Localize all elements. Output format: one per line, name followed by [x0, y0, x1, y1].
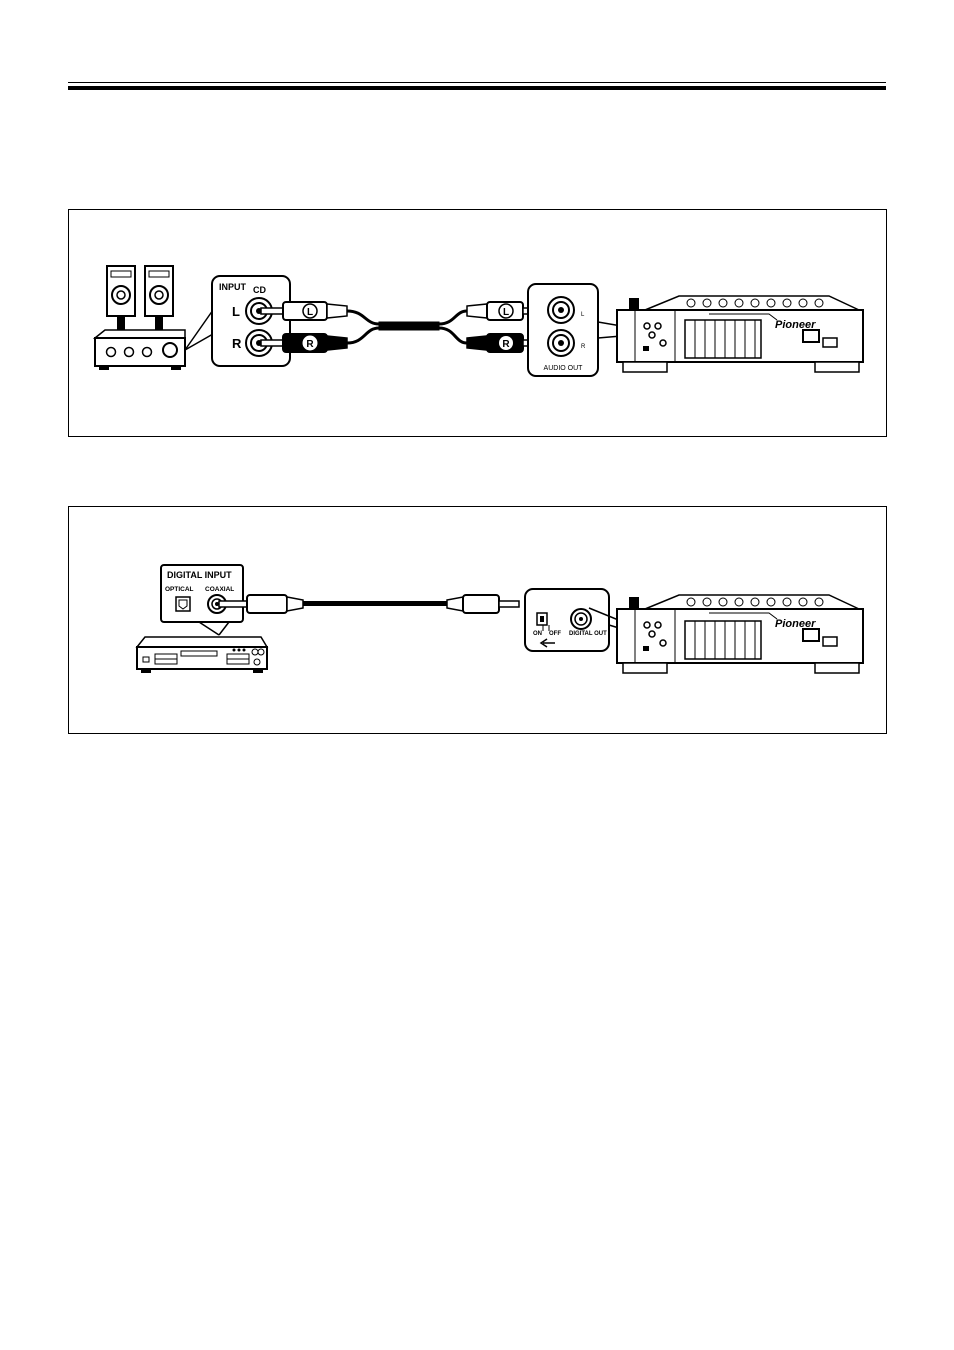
- optical-jack-icon: [176, 597, 190, 611]
- cd-recorder-icon: [137, 637, 267, 673]
- analog-diagram-svg: INPUT CD L R L R: [69, 210, 886, 436]
- digital-out-panel: ON OFF DIGITAL OUT: [525, 589, 609, 651]
- input-right-label: R: [232, 336, 242, 351]
- on-off-switch-icon: [537, 613, 547, 625]
- plug-left-label: L: [307, 307, 313, 318]
- audio-out-label: AUDIO OUT: [544, 365, 584, 372]
- optical-label: OPTICAL: [165, 586, 194, 593]
- jack-right-label: R: [581, 344, 586, 350]
- audio-out-jack-right-icon: [548, 330, 574, 356]
- amplifier-icon: [95, 330, 185, 370]
- digital-input-label: DIGITAL INPUT: [167, 570, 232, 580]
- cdj-player-icon: Pioneer: [617, 296, 863, 372]
- audio-out-panel: L R AUDIO OUT: [528, 284, 598, 376]
- cdj-player-icon-2: Pioneer: [617, 595, 863, 673]
- plug-right-label: R: [306, 339, 314, 350]
- header-rule-thin: [68, 82, 886, 83]
- analog-connection-diagram: INPUT CD L R L R: [68, 209, 887, 437]
- plug-right-label-2: R: [502, 339, 510, 350]
- amplifier-input-panel: INPUT CD L R: [212, 276, 290, 366]
- on-label: ON: [533, 631, 542, 637]
- coaxial-label: COAXIAL: [205, 586, 234, 593]
- digital-diagram-svg: DIGITAL INPUT OPTICAL COAXIAL: [69, 507, 886, 733]
- coaxial-cable: [219, 595, 519, 613]
- audio-cable: [347, 311, 467, 343]
- digital-input-panel: DIGITAL INPUT OPTICAL COAXIAL: [161, 565, 243, 622]
- speaker-right-icon: [145, 266, 173, 332]
- speaker-left-icon: [107, 266, 135, 332]
- plug-left-label-2: L: [503, 307, 509, 318]
- digital-connection-diagram: DIGITAL INPUT OPTICAL COAXIAL: [68, 506, 887, 734]
- digital-out-jack-icon: [571, 609, 591, 629]
- header-rule-thick: [68, 86, 886, 90]
- input-label: INPUT: [219, 282, 247, 292]
- off-label: OFF: [549, 631, 561, 637]
- input-left-label: L: [232, 304, 240, 319]
- audio-out-jack-left-icon: [548, 297, 574, 323]
- digital-out-label: DIGITAL OUT: [569, 631, 607, 637]
- cd-label: CD: [253, 285, 266, 295]
